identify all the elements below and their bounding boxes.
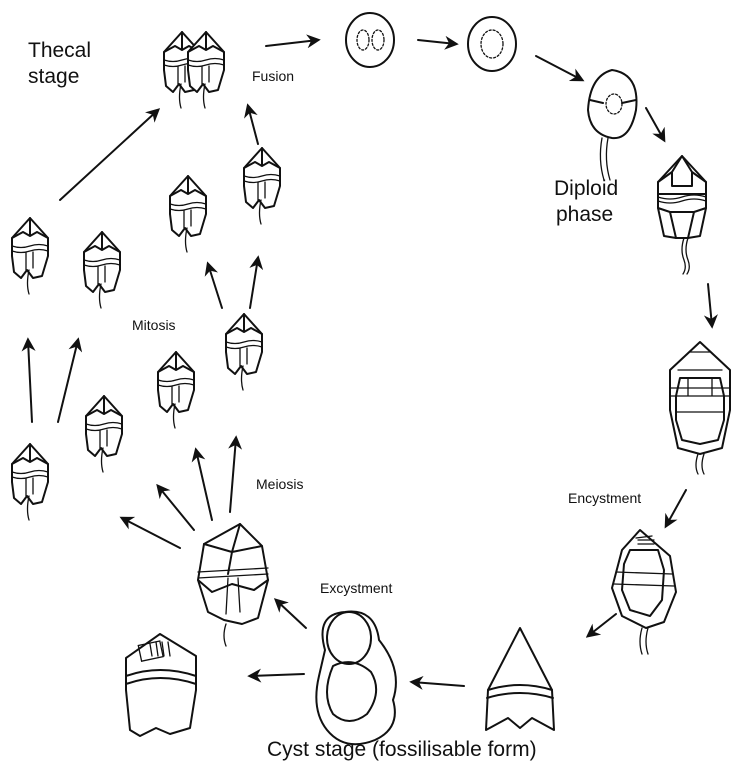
label-meiosis: Meiosis [256,476,303,493]
label-excystment: Excystment [320,580,392,597]
meiosis-cell [198,524,268,646]
label-thecal-stage-1: Thecal [28,38,91,64]
encysting-cell [612,530,676,654]
mitosis-cell-2 [84,232,120,308]
cyst-forming-cell [670,342,730,474]
haploid-cell-3 [158,352,194,428]
label-diploid-2: phase [556,202,613,228]
mitosis-cell-4 [244,148,280,224]
haploid-cell-1 [12,444,48,520]
mitosis-cell-1 [12,218,48,294]
label-thecal-stage-2: stage [28,64,79,90]
fusing-gametes [164,32,224,108]
excysted-cell [126,634,196,736]
zygote-two-nuclei [346,13,394,67]
haploid-cell-2 [86,396,122,472]
label-diploid-1: Diploid [554,176,618,202]
zygote-fused-nucleus [468,17,516,71]
resting-cyst [486,628,554,730]
mitosis-cell-3 [170,176,206,252]
haploid-cell-4 [226,314,262,390]
diploid-thecate-cell [658,156,706,274]
excysting-cyst [316,612,396,745]
planozygote [588,70,637,180]
label-mitosis: Mitosis [132,317,176,334]
label-fusion: Fusion [252,68,294,85]
label-encystment: Encystment [568,490,641,507]
label-cyst-stage: Cyst stage (fossilisable form) [267,737,537,763]
